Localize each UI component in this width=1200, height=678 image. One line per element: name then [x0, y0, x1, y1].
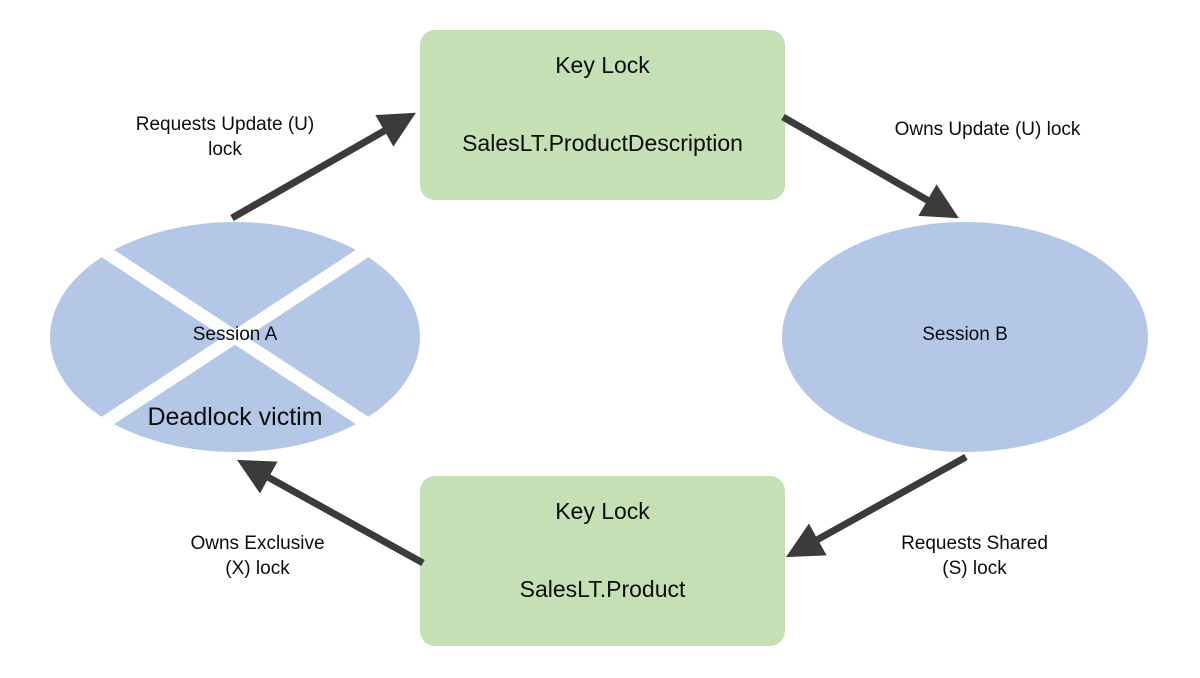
session-b-label: Session B [922, 324, 1008, 345]
edge-b-requests-s-arrow [785, 453, 968, 558]
session-a-victim-label: Deadlock victim [147, 403, 323, 431]
session-a-node[interactable] [50, 222, 420, 452]
resource-bottom-node[interactable] [420, 476, 785, 646]
edge-label-owns-update-lock: Owns Update (U) lock [894, 119, 1081, 140]
session-a-label: Session A [192, 324, 278, 345]
edge-label-owns-exclusive-lock: Owns Exclusive (X) lock [190, 533, 325, 579]
resource-bottom-subtitle: SalesLT.Product [519, 576, 686, 602]
resource-top-node[interactable] [420, 30, 785, 200]
edge-label-requests-update-lock: Requests Update (U) lock [135, 114, 315, 160]
resource-top-rect [420, 30, 785, 200]
resource-top-title: Key Lock [555, 52, 650, 78]
resource-top-subtitle: SalesLT.ProductDescription [462, 130, 743, 156]
edge-label-requests-shared-lock: Requests Shared (S) lock [901, 533, 1048, 579]
resource-bottom-rect [420, 476, 785, 646]
edge-a-requests-u-arrow [230, 112, 416, 222]
session-b-ellipse [782, 222, 1148, 452]
edge-a-owns-x-arrow [236, 459, 425, 567]
deadlock-victim-cross-icon [71, 226, 399, 448]
session-b-node[interactable] [782, 222, 1148, 452]
edge-b-owns-u-arrow [781, 113, 959, 219]
resource-bottom-title: Key Lock [555, 498, 650, 524]
